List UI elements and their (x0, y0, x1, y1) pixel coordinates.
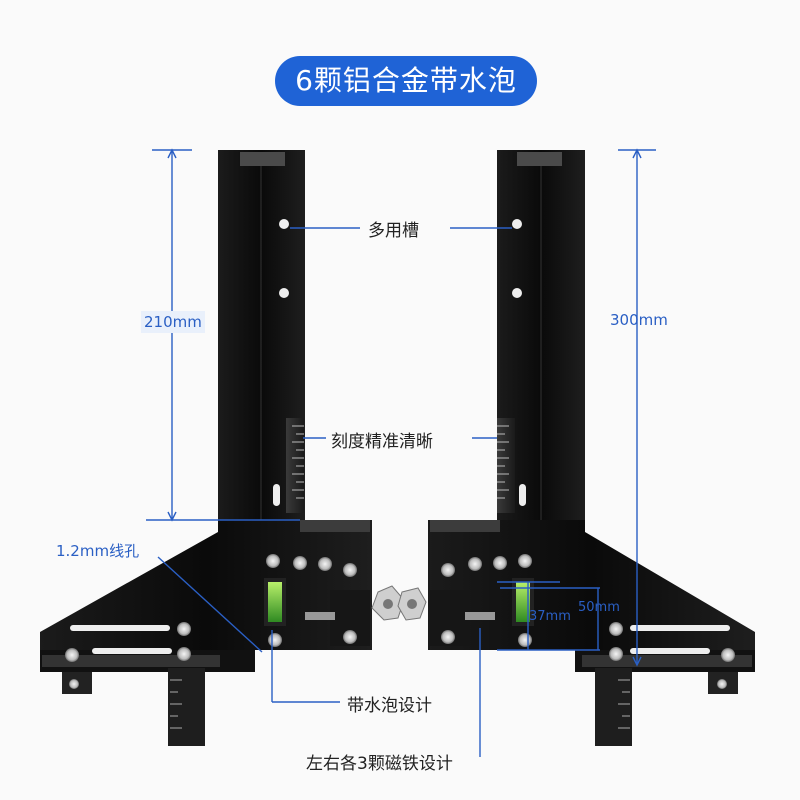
magnet-nuts (371, 585, 427, 621)
left-bottom-ruler (168, 668, 205, 746)
leader-lines (146, 148, 656, 757)
dim-right-height: 300mm (610, 311, 668, 329)
right-bottom-ruler (595, 668, 632, 746)
right-slot-hole-1 (512, 219, 522, 229)
left-magnet-rod (305, 612, 335, 620)
right-slot-hole-2 (512, 288, 522, 298)
right-jig (428, 150, 755, 746)
label-bubble: 带水泡设计 (347, 696, 432, 716)
label-scale: 刻度精准清晰 (331, 432, 433, 452)
left-jig (40, 150, 372, 746)
dim-left-height: 210mm (141, 311, 205, 333)
right-base-ruler (582, 655, 752, 667)
right-top-ruler (517, 152, 562, 166)
left-slot-hole-1 (279, 219, 289, 229)
right-magnet-rod (465, 612, 495, 620)
title-badge: 6颗铝合金带水泡 (275, 56, 537, 106)
left-base-ruler (42, 655, 220, 667)
right-slot-oval (519, 484, 526, 506)
left-slot-hole-2 (279, 288, 289, 298)
left-slot-oval (273, 484, 280, 506)
dim-wire-hole: 1.2mm线孔 (56, 542, 140, 560)
label-magnet: 左右各3颗磁铁设计 (306, 754, 453, 774)
dim-37mm: 37mm (529, 609, 571, 624)
left-screws (65, 554, 357, 662)
label-multi-slot: 多用槽 (368, 221, 419, 241)
dim-50mm: 50mm (578, 600, 620, 615)
right-screws (441, 554, 735, 662)
left-top-ruler (240, 152, 285, 166)
